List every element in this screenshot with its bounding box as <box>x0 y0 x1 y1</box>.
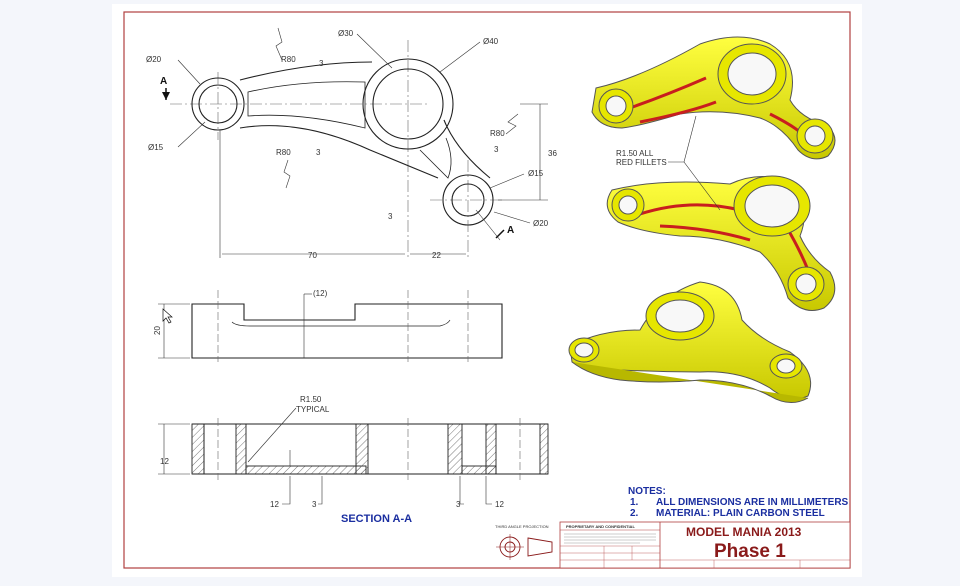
dim-thickness-d: 3 <box>388 212 393 221</box>
notes-title: NOTES: <box>628 486 666 497</box>
dim-r80-right: R80 <box>490 129 505 138</box>
top-view-leaders <box>177 27 548 258</box>
section-view <box>191 418 549 480</box>
dim-r80-left: R80 <box>276 148 291 157</box>
dim-dia15-left: Ø15 <box>148 143 164 152</box>
mouse-cursor-icon <box>162 308 173 324</box>
dim-dia40: Ø40 <box>483 37 499 46</box>
projection-symbol: THIRD ANGLE PROJECTION <box>495 524 553 560</box>
dim-dia15-right: Ø15 <box>528 169 544 178</box>
title-block: PROPRIETARY AND CONFIDENTIAL MODEL MANIA… <box>559 521 851 569</box>
section-marker-right: A <box>495 225 514 239</box>
top-view <box>170 40 505 260</box>
projection-label: THIRD ANGLE PROJECTION <box>495 524 549 529</box>
dim-thickness-c: 3 <box>494 145 499 154</box>
dim-length-22: 22 <box>432 251 441 260</box>
iso-view-middle <box>606 175 836 311</box>
section-view-leaders <box>158 407 492 505</box>
dim-thickness-b: 3 <box>316 148 321 157</box>
fine-print <box>564 533 656 544</box>
dim-dia20-left: Ø20 <box>146 55 162 64</box>
dim-section-3-bottom-right: 3 <box>456 500 461 509</box>
dim-section-r150: R1.50 <box>300 395 322 404</box>
front-view <box>191 290 503 362</box>
section-label-a-right: A <box>507 225 514 236</box>
fillet-note-line-2: RED FILLETS <box>616 158 667 167</box>
title-block-subtitle: Phase 1 <box>714 541 786 562</box>
dim-dia20-right: Ø20 <box>533 219 549 228</box>
dim-front-12: (12) <box>313 289 328 298</box>
note-1-text: ALL DIMENSIONS ARE IN MILLIMETERS <box>656 497 849 508</box>
dim-section-3-bottom-left: 3 <box>312 500 317 509</box>
section-title: SECTION A-A <box>341 513 412 525</box>
dim-section-12-left: 12 <box>160 457 169 466</box>
dim-r80-top: R80 <box>281 55 296 64</box>
title-block-title: MODEL MANIA 2013 <box>686 525 802 539</box>
iso-view-top <box>591 36 836 160</box>
dim-front-20: 20 <box>153 326 162 335</box>
proprietary-label: PROPRIETARY AND CONFIDENTIAL <box>566 524 635 529</box>
dim-dia30: Ø30 <box>338 29 354 38</box>
dim-length-70: 70 <box>308 251 317 260</box>
fillet-note-leaders <box>668 115 721 211</box>
iso-view-bottom <box>568 281 812 403</box>
notes-block: NOTES: 1. ALL DIMENSIONS ARE IN MILLIMET… <box>628 486 849 519</box>
note-2-text: MATERIAL: PLAIN CARBON STEEL <box>656 508 825 519</box>
dim-thickness-a: 3 <box>319 59 324 68</box>
sheet-border <box>123 11 851 569</box>
section-marker-left: A <box>160 76 170 100</box>
note-2-number: 2. <box>630 508 639 519</box>
dim-section-typical: TYPICAL <box>296 405 330 414</box>
dim-height-36: 36 <box>548 149 557 158</box>
note-1-number: 1. <box>630 497 639 508</box>
dim-section-12-bottom-right: 12 <box>495 500 504 509</box>
section-label-a-left: A <box>160 76 167 87</box>
dim-section-12-bottom-left: 12 <box>270 500 279 509</box>
fillet-note-line-1: R1.50 ALL <box>616 149 654 158</box>
